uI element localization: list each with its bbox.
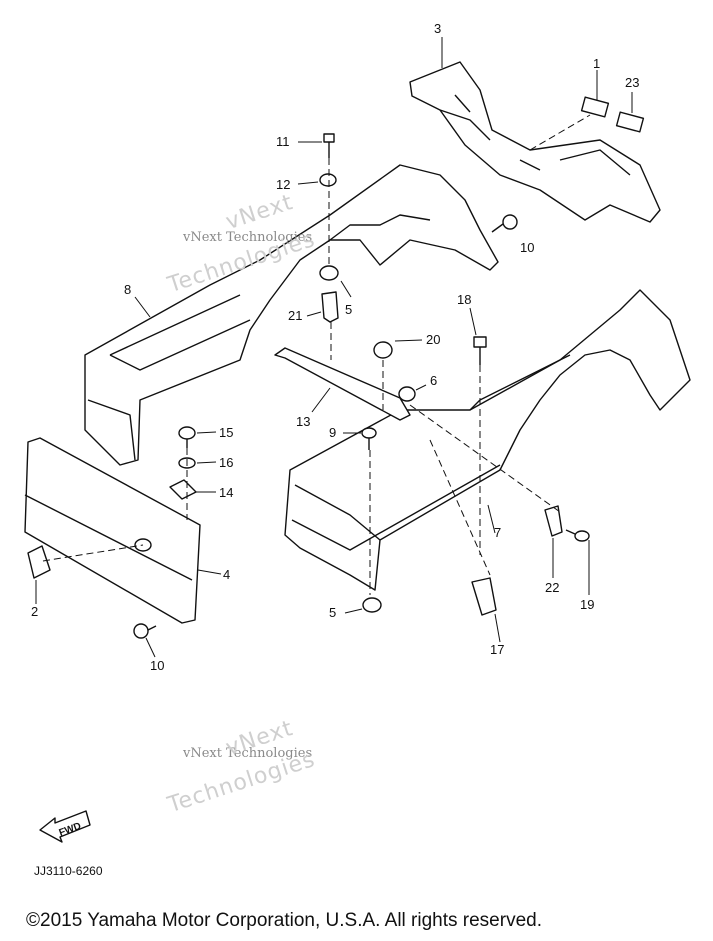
- figure-code: JJ3110-6260: [34, 864, 103, 878]
- part-12-grommet: [319, 173, 337, 187]
- callout-20: 20: [426, 332, 440, 347]
- callout-16: 16: [219, 455, 233, 470]
- part-7-rear-body: [284, 289, 691, 591]
- callout-10-lower: 10: [150, 658, 164, 673]
- part-19-screw: [565, 529, 590, 542]
- copyright-notice: ©2015 Yamaha Motor Corporation, U.S.A. A…: [26, 910, 542, 931]
- assembly-lines: [42, 114, 591, 595]
- callout-2: 2: [31, 604, 38, 619]
- callout-labels: 3 1 23 11 12 10 8 5 18 21 20 6 13 9 15 1…: [31, 21, 639, 673]
- part-22-bracket: [544, 505, 563, 537]
- callout-12: 12: [276, 177, 290, 192]
- callout-11: 11: [276, 134, 290, 149]
- part-4-rear-plate: [24, 437, 201, 624]
- part-1-pad: [580, 96, 610, 118]
- callout-15: 15: [219, 425, 233, 440]
- callout-14: 14: [219, 485, 233, 500]
- callout-7: 7: [494, 525, 501, 540]
- callout-18: 18: [457, 292, 471, 307]
- part-20-damper: [373, 341, 393, 359]
- callout-22: 22: [545, 580, 559, 595]
- part-5b-grommet: [362, 597, 382, 613]
- callout-3: 3: [434, 21, 441, 36]
- part-13-stay-rod: [274, 347, 411, 421]
- part-15-screw: [178, 426, 196, 448]
- part-6-damper: [398, 386, 416, 402]
- part-8-rear-panel: [84, 164, 499, 466]
- part-10a-clip: [491, 214, 518, 233]
- part-9-screw: [361, 427, 377, 450]
- callout-8: 8: [124, 282, 131, 297]
- part-2-small-plate: [27, 545, 51, 579]
- callout-4: 4: [223, 567, 230, 582]
- leader-lines: [35, 37, 633, 658]
- part-10b-clip: [133, 623, 157, 639]
- callout-6: 6: [430, 373, 437, 388]
- part-17-cover: [471, 577, 497, 616]
- part-11-bolt: [323, 133, 335, 158]
- part-23-pad: [615, 111, 645, 133]
- callout-13: 13: [296, 414, 310, 429]
- callout-19: 19: [580, 597, 594, 612]
- callout-17: 17: [490, 642, 504, 657]
- callout-23: 23: [625, 75, 639, 90]
- callout-21: 21: [288, 308, 302, 323]
- part-14-nut-plate: [169, 479, 197, 500]
- part-5a-grommet: [319, 265, 339, 281]
- part-21-clip: [321, 291, 339, 323]
- fwd-arrow-icon: [39, 810, 91, 843]
- part-3-fender-bracket: [409, 61, 661, 223]
- callout-5-lower: 5: [329, 605, 336, 620]
- callout-9: 9: [329, 425, 336, 440]
- callout-10-upper: 10: [520, 240, 534, 255]
- part-18-bolt: [473, 336, 487, 365]
- callout-1: 1: [593, 56, 600, 71]
- callout-5-upper: 5: [345, 302, 352, 317]
